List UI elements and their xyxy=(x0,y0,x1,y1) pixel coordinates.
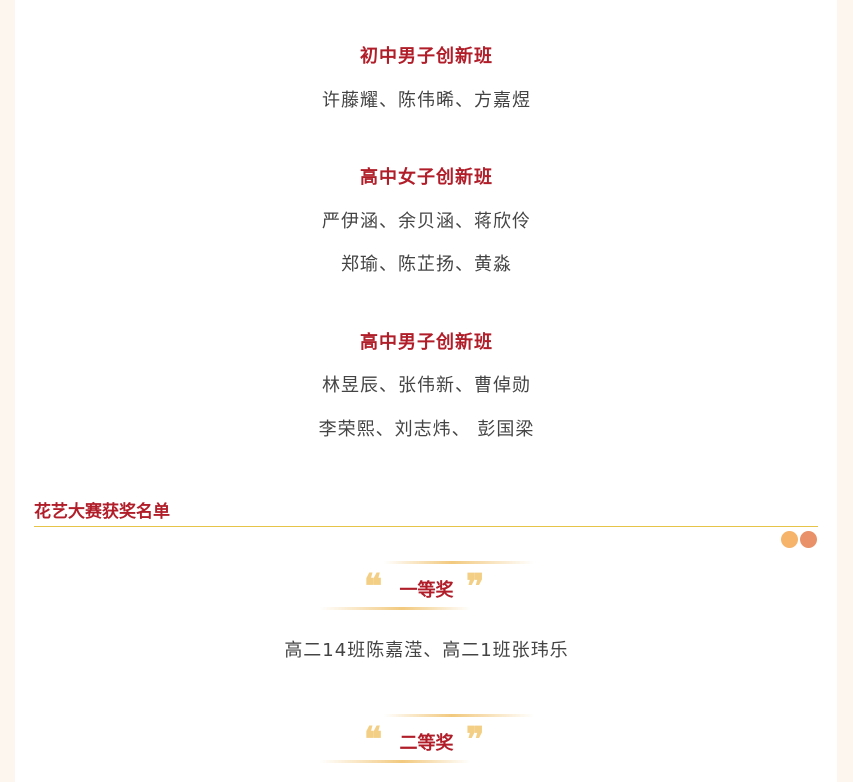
section-divider xyxy=(34,526,818,527)
open-quote-icon: ❝ xyxy=(364,720,383,760)
class-names-line: 李荣熙、刘志炜、 彭国梁 xyxy=(318,419,535,440)
award-bottom-line xyxy=(320,607,470,610)
decor-dot-icon xyxy=(800,531,817,548)
award-label-second: 二等奖 xyxy=(399,733,454,754)
class-title-junior-boys: 初中男子创新班 xyxy=(360,46,493,67)
decor-dot-icon xyxy=(781,531,798,548)
class-names-line: 郑瑜、陈芷扬、黄淼 xyxy=(341,254,512,275)
class-title-senior-boys: 高中男子创新班 xyxy=(360,332,493,353)
close-quote-icon: ❞ xyxy=(466,720,485,760)
right-margin-strip xyxy=(837,0,853,782)
class-title-senior-girls: 高中女子创新班 xyxy=(360,167,493,188)
close-quote-icon: ❞ xyxy=(466,567,485,607)
award-winners: 高二14班陈嘉滢、高二1班张玮乐 xyxy=(284,640,569,661)
class-names-line: 许藤耀、陈伟晞、方嘉煜 xyxy=(322,90,531,111)
class-names-line: 严伊涵、余贝涵、蒋欣伶 xyxy=(322,211,531,232)
award-top-line xyxy=(384,561,534,564)
award-label-first: 一等奖 xyxy=(399,580,454,601)
award-top-line xyxy=(384,714,534,717)
section-title: 花艺大赛获奖名单 xyxy=(34,502,170,522)
award-bottom-line xyxy=(320,760,470,763)
content-card xyxy=(15,0,837,782)
open-quote-icon: ❝ xyxy=(364,567,383,607)
class-names-line: 林昱辰、张伟新、曹倬勋 xyxy=(322,375,531,396)
